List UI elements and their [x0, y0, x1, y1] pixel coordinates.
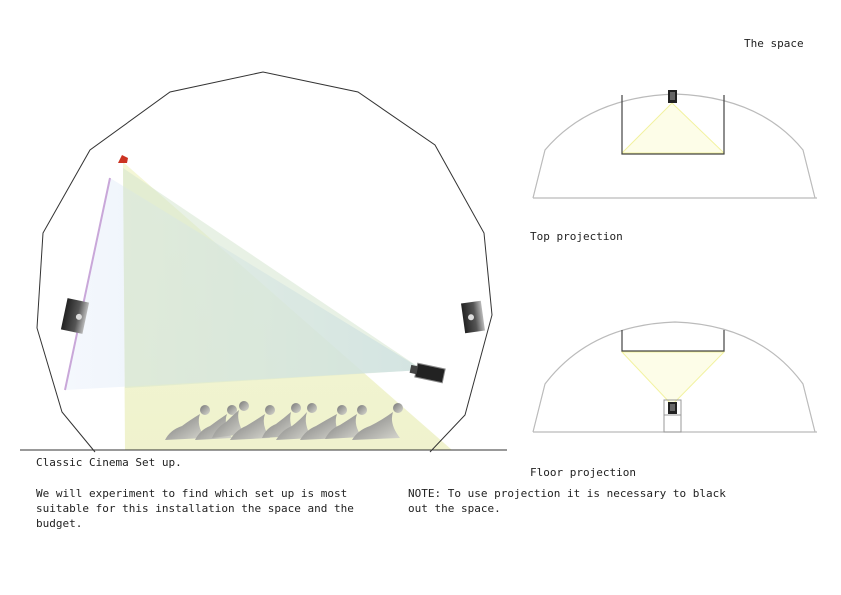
right-speaker-icon	[461, 300, 485, 334]
audience-member	[352, 403, 403, 440]
projector-stand	[663, 414, 682, 433]
description-text: We will experiment to find which set up …	[36, 487, 354, 530]
the-space-label: The space	[744, 37, 804, 50]
audience-member	[325, 405, 367, 439]
dome-outline	[36, 71, 493, 453]
audience-member	[165, 405, 210, 440]
classic-setup-label: Classic Cinema Set up.	[36, 456, 182, 469]
rear-projector-icon	[409, 362, 446, 384]
main-dome	[20, 71, 507, 453]
top-projection-beam	[620, 102, 726, 154]
audience-group	[165, 401, 403, 440]
audience-member	[276, 403, 317, 440]
floor-projection-screen	[621, 330, 725, 352]
floor-projection-beam	[620, 351, 726, 406]
left-speaker-icon	[60, 298, 90, 334]
projection-screen	[64, 177, 111, 391]
beam-overlap	[123, 168, 423, 388]
top-projection-screen	[621, 95, 725, 155]
note-text: NOTE: To use projection it is necessary …	[408, 487, 726, 515]
top-projection-diagram	[532, 90, 817, 199]
top-projection-label: Top projection	[530, 230, 623, 243]
floor-projection-diagram	[532, 321, 817, 433]
top-projector-icon	[668, 90, 677, 103]
ceiling-projector-icon	[118, 155, 128, 163]
floor-projector-icon	[663, 399, 682, 416]
small-dome-outline	[532, 321, 816, 433]
audience-member	[212, 401, 249, 438]
audience-member	[230, 405, 275, 440]
floor-projection-label: Floor projection	[530, 466, 636, 479]
